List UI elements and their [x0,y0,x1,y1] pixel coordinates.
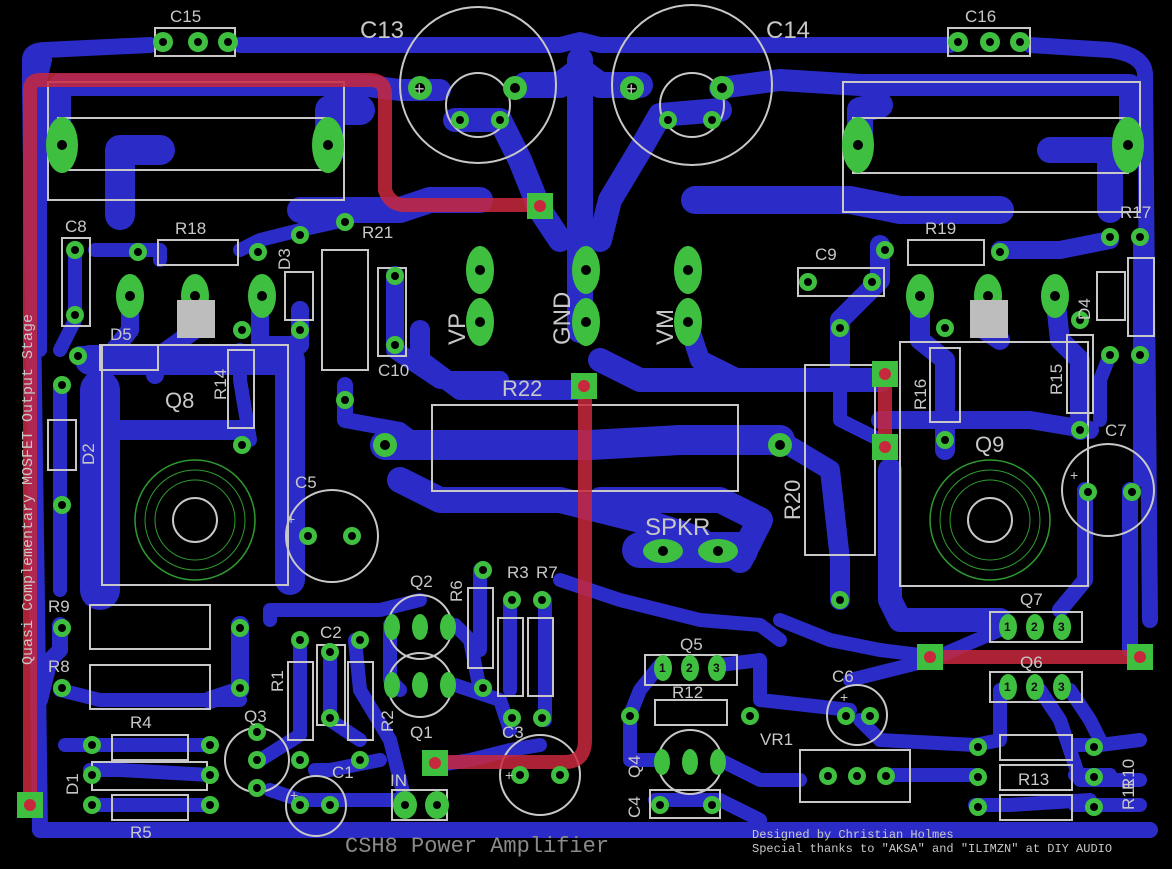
label-c9: C9 [815,245,837,264]
r18-outline [157,239,239,266]
label-c2: C2 [320,623,342,642]
c14-outline [611,4,773,166]
label-r5: R5 [130,823,152,842]
q5-pin2: 2 [686,661,693,675]
label-in: IN [390,771,407,790]
label-d5: D5 [110,325,132,344]
credit-line-1: Designed by Christian Holmes [752,828,954,842]
label-vr1: VR1 [760,730,793,749]
pin-numbers: 1 2 3 1 2 3 1 2 3 [659,620,1065,694]
label-r6: R6 [447,580,466,602]
label-q1: Q1 [410,723,433,742]
side-title: Quasi Complementary MOSFET Output Stage [20,314,37,665]
q5-pin1: 1 [659,661,666,675]
label-r16: R16 [911,379,930,410]
c13-plus: + [414,79,425,99]
c5-plus: + [287,511,295,527]
label-c5: C5 [295,473,317,492]
q6-pin2: 2 [1031,680,1038,694]
label-r3: R3 [507,563,529,582]
label-c6: C6 [832,667,854,686]
c3-plus: + [505,767,513,783]
c7-plus: + [1070,467,1078,483]
bottom-layer-traces [22,32,1158,838]
label-c16: C16 [965,7,996,26]
board-titles: Quasi Complementary MOSFET Output Stage … [20,314,1112,859]
label-gnd: GND [549,292,576,345]
label-r13: R13 [1018,770,1049,789]
label-d3: D3 [275,248,294,270]
c14-plus: + [626,79,637,99]
label-q8: Q8 [165,388,194,413]
label-q3: Q3 [244,707,267,726]
label-q2: Q2 [410,572,433,591]
label-r10: R10 [1119,759,1138,790]
label-r17: R17 [1120,203,1151,222]
label-c8: C8 [65,217,87,236]
label-c4: C4 [625,796,644,818]
pads [17,32,1153,819]
q6-pin3: 3 [1058,680,1065,694]
label-q6: Q6 [1020,653,1043,672]
q7-pin1: 1 [1004,620,1011,634]
q7-pin2: 2 [1031,620,1038,634]
credit-line-2: Special thanks to "AKSA" and "ILIMZN" at… [752,842,1112,856]
label-r2: R2 [378,710,397,732]
label-r11: R11 [1119,780,1138,810]
label-q4: Q4 [625,755,644,778]
r19-outline [907,239,985,266]
connector-labels: VP GND VM SPKR IN [390,292,710,790]
label-r18: R18 [175,219,206,238]
vr1-outline [799,749,911,803]
label-r15: R15 [1047,364,1066,395]
label-r21: R21 [362,223,393,242]
label-q7: Q7 [1020,590,1043,609]
label-r8: R8 [48,657,70,676]
label-c3: C3 [502,723,524,742]
c13-outline [399,6,557,164]
q9-outline [899,341,1089,587]
label-r14: R14 [211,369,230,400]
c5-outline [285,489,379,583]
label-r19: R19 [925,219,956,238]
label-d4: D4 [1075,298,1094,320]
q8-outline [101,344,289,586]
label-q5: Q5 [680,635,703,654]
label-r20: R20 [780,480,805,520]
label-d1: D1 [63,773,82,795]
label-c1: C1 [332,763,354,782]
q5-pin3: 3 [713,661,720,675]
q6-pin1: 1 [1004,680,1011,694]
label-vp: VP [444,313,471,345]
label-c14: C14 [766,17,810,44]
label-c7: C7 [1105,421,1127,440]
label-c13: C13 [360,17,404,44]
label-r9: R9 [48,597,70,616]
label-q9: Q9 [975,432,1004,457]
label-r4: R4 [130,713,152,732]
label-c10: C10 [378,361,409,380]
label-d2: D2 [79,443,98,465]
label-spkr: SPKR [645,514,710,541]
q7-pin3: 3 [1058,620,1065,634]
label-r7: R7 [536,563,558,582]
bottom-title: CSH8 Power Amplifier [345,834,609,859]
label-r12: R12 [672,683,703,702]
component-labels: C15 C16 C13 C14 C8 R18 D3 R21 C10 D5 Q8 … [48,7,1151,842]
label-c15: C15 [170,7,201,26]
r21-outline [321,249,369,371]
c7-outline [1061,443,1155,537]
label-vm: VM [652,309,679,345]
polarity-marks: + + + + + + + [287,79,1078,803]
label-r22: R22 [502,376,542,401]
label-r1: R1 [268,670,287,692]
top-layer-traces [23,73,1147,812]
c6-plus: + [840,689,848,705]
c1-plus: + [290,787,298,803]
